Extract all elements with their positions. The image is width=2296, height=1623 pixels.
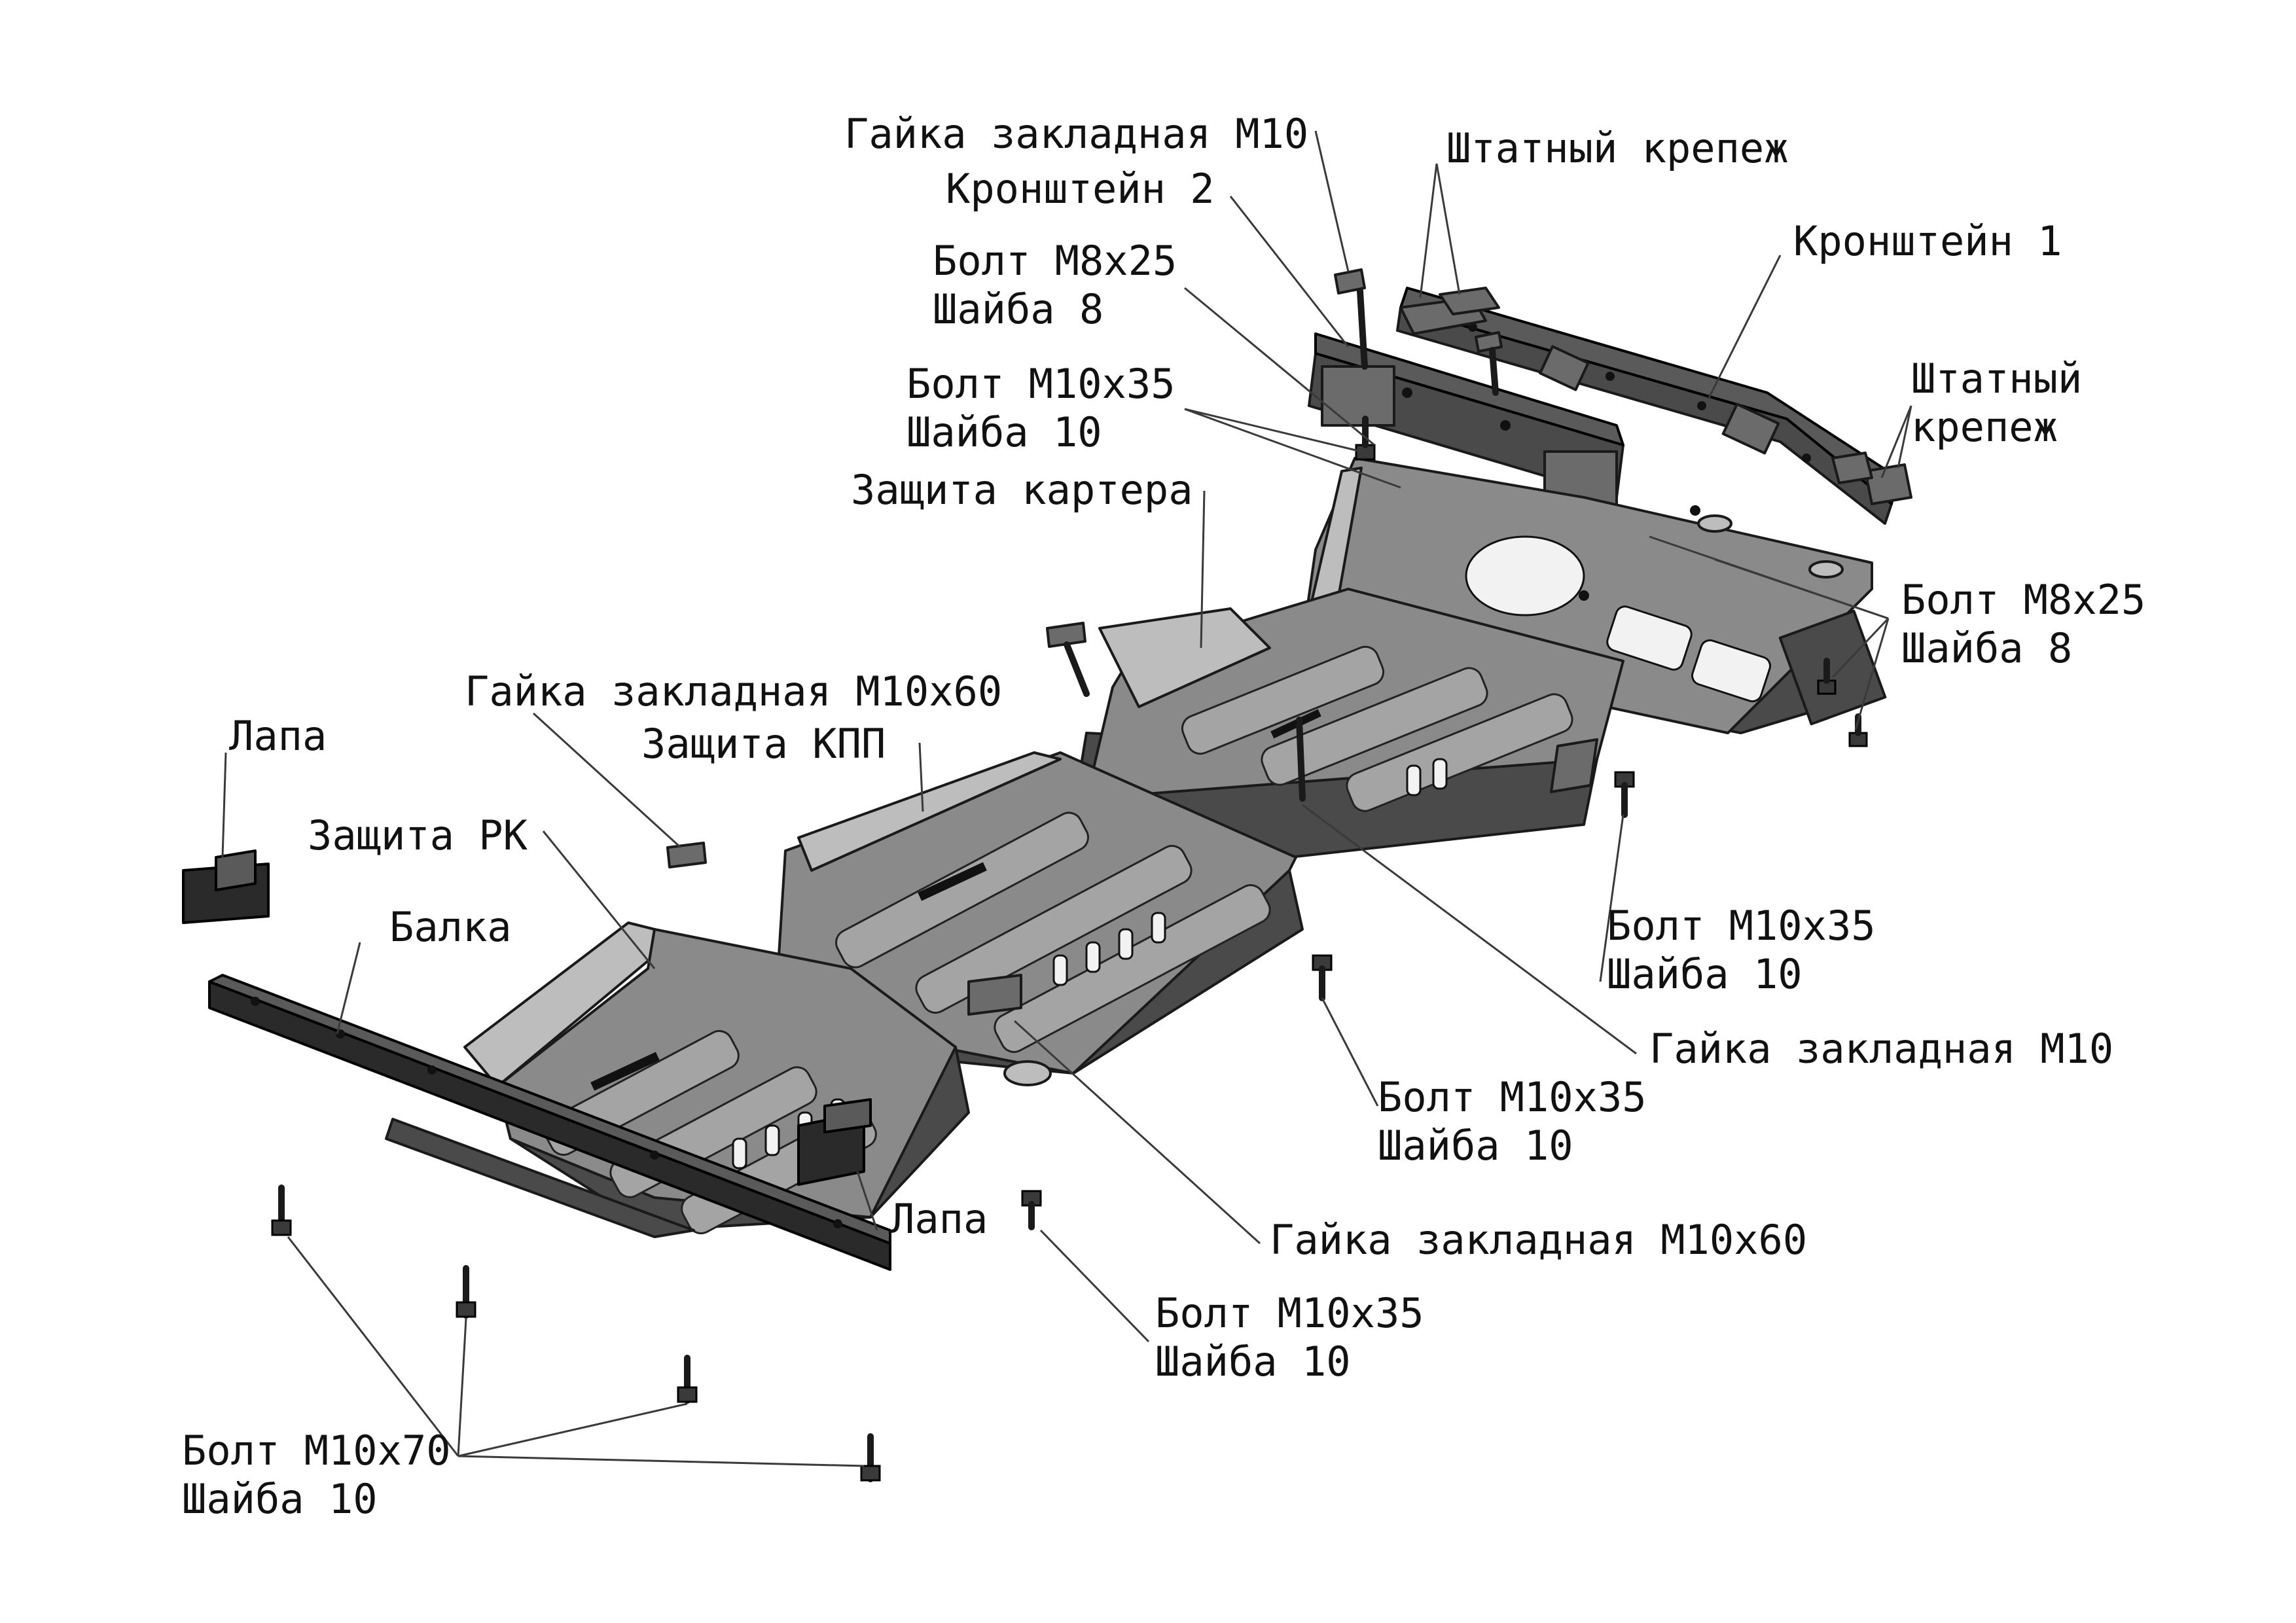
label-nut-m10-top: Гайка закладная М10 [844,110,1309,158]
label-nut-m10x60-bottom: Гайка закладная М10х60 [1270,1216,1808,1264]
label-bolt-m10x35-right: Болт М10х35 Шайба 10 [1607,902,1876,998]
label-standard-fastener-right: Штатный крепеж [1911,355,2083,451]
label-paw-bottom: Лапа [890,1195,988,1243]
label-nut-m10x60-top: Гайка закладная М10х60 [465,668,1003,715]
label-bolt-m10x70: Болт М10х70 Шайба 10 [182,1427,451,1523]
bracket-2-part [1308,332,1624,512]
bolt-m10x35-mid [1312,954,1333,1001]
label-crankcase-guard: Защита картера [851,466,1193,514]
standard-fastener-right-part [1831,452,1912,505]
label-transfer-case-guard: Защита РК [308,812,528,859]
bolt-m10x35-bottom [1021,1190,1042,1230]
paw-left-part [182,849,270,924]
leader-lines [221,130,1912,1467]
label-bolt-m10x35-top: Болт М10х35 Шайба 10 [906,360,1175,456]
label-bracket-2: Кронштейн 2 [946,165,1215,213]
label-beam: Балка [389,903,512,951]
label-standard-fastener-top: Штатный крепеж [1446,124,1789,172]
embedded-nut-m10-top-part [1334,268,1503,396]
label-bolt-m8x25-top: Болт М8х25 Шайба 8 [933,237,1177,333]
label-bolt-m10x35-mid: Болт М10х35 Шайба 10 [1378,1073,1647,1169]
bolt-m10x35-top [1355,416,1376,461]
label-bolt-m10x35-bottom: Болт М10х35 Шайба 10 [1155,1289,1424,1385]
bracket-1-part [1396,287,1899,525]
bolt-m10x70-group [271,1185,881,1482]
beam-part [208,974,891,1271]
label-bracket-1: Кронштейн 1 [1793,217,2062,265]
paw-bottom-part [797,1098,872,1186]
label-nut-m10-right: Гайка закладная М10 [1649,1025,2114,1073]
embedded-nut-m10x60-part [666,622,1090,868]
label-paw-left: Лапа [229,712,327,760]
label-bolt-m8x25-right: Болт М8х25 Шайба 8 [1901,576,2146,672]
bolt-m10x35-right [1614,771,1635,818]
standard-fastener-top-part [1399,287,1500,335]
label-gearbox-guard: Защита КПП [641,720,886,768]
